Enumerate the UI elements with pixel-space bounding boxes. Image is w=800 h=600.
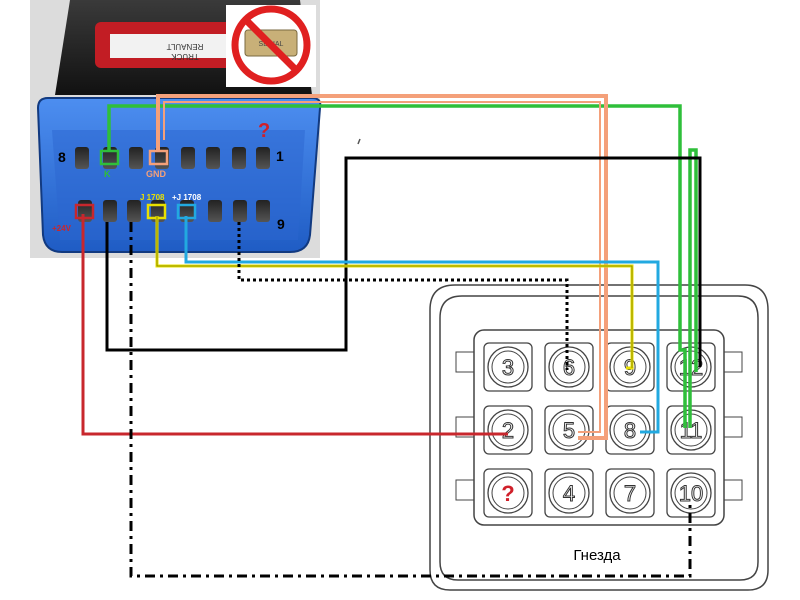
obd-inner	[52, 130, 305, 240]
socket-title: Гнезда	[573, 547, 621, 564]
socket-pin-4: 4	[544, 468, 594, 518]
socket-pin-unknown: ?	[483, 468, 533, 518]
wire-gnd-salmon	[156, 94, 608, 440]
adapter-label-bottom: TRUCK	[171, 52, 199, 61]
wire-j1708-plus-blue	[184, 216, 660, 434]
wire-black-dotted	[237, 222, 569, 370]
wire-gnd-salmon-inner	[163, 101, 601, 433]
socket-pin-2: 2	[483, 405, 533, 455]
socket-pin-8: 8	[605, 405, 655, 455]
stray-mark	[357, 138, 361, 145]
unknown-pin-mark: ?	[258, 120, 270, 142]
socket-pin-label: 7	[624, 481, 636, 506]
wire-black-solid	[105, 156, 702, 367]
socket-pin-7: 7	[605, 468, 655, 518]
socket-pin-label: 6	[563, 355, 575, 380]
pin-number-8: 8	[58, 149, 66, 165]
obd-connector: RENAULT TRUCK SERIAL	[30, 0, 322, 258]
socket-pin-6: 6	[544, 342, 594, 392]
socket-pin-3: 3	[483, 342, 533, 392]
socket-pin-label: 4	[563, 481, 575, 506]
pin-gnd-label: GND	[146, 169, 167, 179]
adapter-label-top: RENAULT	[167, 42, 204, 51]
wire-k-green-return	[688, 148, 698, 428]
socket-pin-5: 5	[544, 405, 594, 455]
socket-pin-10: 10	[666, 468, 716, 518]
pin-j1708-plus-label: +J 1708	[172, 193, 202, 202]
socket-pin-label: 2	[502, 418, 514, 443]
socket-pin-label: 5	[563, 418, 575, 443]
pin-j1708-label: J 1708	[140, 193, 165, 202]
socket-pin-label: 3	[502, 355, 514, 380]
wire-k-green	[107, 104, 687, 428]
wire-black-dashdot	[129, 222, 692, 578]
wires	[81, 94, 702, 578]
socket-pin-label: 8	[624, 418, 636, 443]
wire-24v-red	[81, 214, 508, 436]
pin-24v-label: +24V	[52, 224, 72, 233]
pin-k-label: K	[104, 169, 111, 179]
socket-pin-label: ?	[501, 481, 514, 506]
obd-pin-row-top	[75, 147, 270, 169]
pin-number-1: 1	[276, 148, 284, 164]
pin-number-9: 9	[277, 216, 285, 232]
no-serial-icon: SERIAL	[226, 5, 316, 87]
socket-inner-frame	[439, 295, 759, 581]
socket-pin-label: 10	[679, 481, 703, 506]
